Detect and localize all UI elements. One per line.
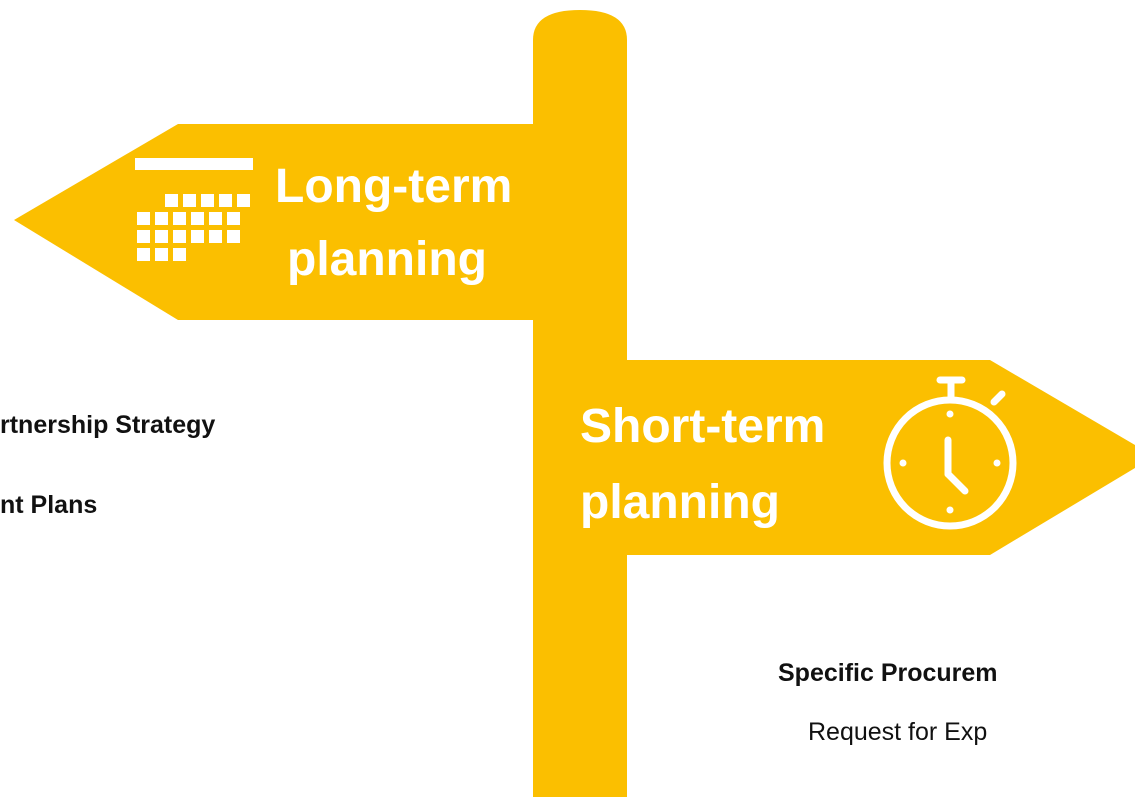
long-term-note-1: rtnership Strategy: [0, 411, 216, 439]
long-term-label-line1: Long-term: [275, 160, 513, 213]
short-term-label-line1: Short-term: [580, 400, 826, 453]
stopwatch-icon: [883, 376, 1017, 530]
short-term-note-1: Specific Procurem: [778, 659, 998, 687]
long-term-label-line2: planning: [287, 233, 487, 286]
short-term-note-2: Request for Exp: [808, 718, 988, 746]
calendar-icon: [135, 158, 253, 261]
long-term-note-2: nt Plans: [0, 491, 98, 519]
long-term-sign: [14, 124, 627, 320]
short-term-label-line2: planning: [580, 476, 780, 529]
